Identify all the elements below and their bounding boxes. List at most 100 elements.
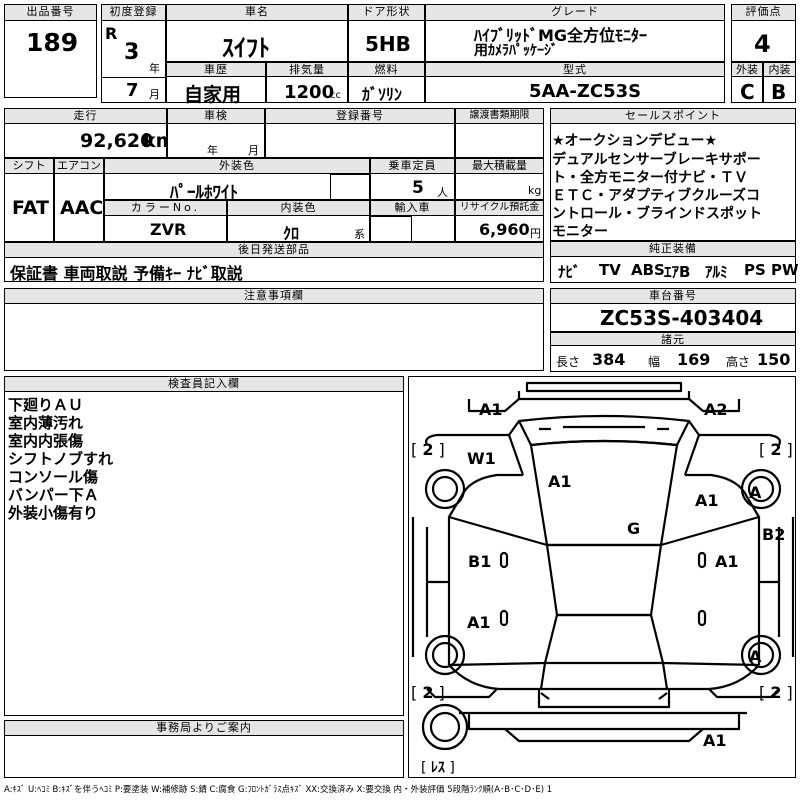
- load-unit: kg: [528, 184, 542, 197]
- equipment-item: ﾅﾋﾞ: [558, 263, 581, 281]
- equipment-item: PS: [744, 261, 766, 279]
- grade-line2: 用ｶﾒﾗﾊﾟｯｹｰｼﾞ: [474, 43, 558, 59]
- colorno-label: カラーNo.: [104, 200, 227, 216]
- int-label: 内装: [763, 62, 796, 77]
- color-label: 外装色: [104, 158, 370, 174]
- capacity-unit: 人: [437, 186, 448, 199]
- era: R: [105, 24, 118, 43]
- car-name-label: 車名: [166, 4, 348, 21]
- height-value: 150: [757, 350, 791, 369]
- damage-mark: A: [749, 483, 762, 502]
- shift: FAT: [12, 197, 49, 219]
- tire-mark: [ 2 ]: [759, 440, 793, 459]
- width-label: 幅: [648, 355, 661, 369]
- sales-line: ＥＴＣ・アダプティブクルーズコ: [552, 188, 761, 204]
- ext-grade: C: [740, 80, 755, 104]
- sales-line: ントロール・ブラインドスポット: [552, 206, 762, 222]
- transfer-label: 譲渡書類期限: [455, 108, 544, 124]
- import-label: 輸入車: [370, 200, 455, 216]
- damage-mark: A1: [548, 472, 572, 491]
- score: 4: [754, 30, 771, 58]
- sales-line: ト・全方モニター付ナビ・ＴＶ: [552, 170, 748, 186]
- damage-mark: A: [749, 647, 762, 666]
- length-label: 長さ: [556, 355, 581, 369]
- history-label: 車歴: [166, 62, 266, 77]
- lot-number: 189: [26, 28, 79, 57]
- reg-month: 7: [126, 80, 139, 101]
- month-box: [101, 77, 166, 103]
- insp-year-unit: 年: [207, 144, 218, 157]
- equipment-item: TV: [599, 261, 621, 279]
- inspector-line: 下廻りＡＵ: [8, 396, 84, 414]
- chassis-label: 車台番号: [550, 288, 796, 304]
- intcolor: ｸﾛ: [283, 224, 300, 243]
- sales-line: ★オークションデビュー★: [552, 133, 718, 149]
- damage-mark: A1: [703, 731, 727, 750]
- sales-line: モニター: [552, 224, 608, 240]
- inspector-line: バンパー下Ａ: [8, 486, 99, 504]
- month-unit: 月: [149, 88, 160, 101]
- mileage-label: 走行: [4, 108, 167, 124]
- fuel: ｶﾞｿﾘﾝ: [362, 85, 403, 104]
- damage-mark: A1: [467, 613, 491, 632]
- length-value: 384: [592, 350, 626, 369]
- notes-label: 注意事項欄: [4, 288, 544, 304]
- door-label: ドア形状: [348, 4, 425, 21]
- color-sub: [330, 174, 370, 200]
- reg-year: 3: [124, 40, 140, 65]
- equipment-item: ABS: [631, 261, 665, 279]
- displacement: 1200: [284, 82, 335, 103]
- width-value: 169: [677, 350, 711, 369]
- int-grade: B: [771, 80, 787, 104]
- grade-line1: ﾊｲﾌﾞﾘｯﾄﾞMG全方位ﾓﾆﾀｰ: [474, 26, 648, 45]
- tire-mark: [ 2 ]: [759, 683, 793, 702]
- tire-mark: [ 2 ]: [411, 440, 445, 459]
- sales-label: セールスポイント: [550, 108, 796, 124]
- lot-label: 出品番号: [4, 4, 97, 21]
- damage-mark: B2: [762, 525, 786, 544]
- ac: AAC: [60, 197, 104, 219]
- intcolor-label: 内装色: [227, 200, 370, 216]
- spare-tire-mark: [ ﾚｽ ]: [421, 760, 455, 776]
- dims-label: 諸元: [550, 332, 796, 346]
- model: 5AA-ZC53S: [529, 81, 642, 102]
- intcolor-unit: 系: [354, 228, 365, 241]
- inspector-line: 外装小傷有り: [8, 504, 99, 522]
- fuel-label: 燃料: [348, 62, 425, 77]
- chassis-number: ZC53S-403404: [600, 306, 764, 330]
- legend: A:ｷｽﾞ U:ﾍｺﾐ B:ｷｽﾞを伴うﾍｺﾐ P:要塗装 W:補修跡 S:錆 …: [4, 785, 553, 795]
- damage-mark: A1: [479, 400, 503, 419]
- load-label: 最大積載量: [455, 158, 544, 174]
- sales-line: デュアルセンサーブレーキサポー: [552, 152, 761, 168]
- import-sub: [370, 216, 412, 242]
- inspector-line: 室内薄汚れ: [8, 414, 84, 432]
- car-name: ｽｲﾌﾄ: [222, 34, 270, 62]
- regno-label: 登録番号: [265, 108, 455, 124]
- equipment-item: PW: [771, 261, 799, 279]
- history: 自家用: [184, 84, 242, 106]
- equipment-item: ｴｱB: [664, 263, 691, 281]
- mileage: 92,620: [80, 130, 154, 152]
- displacement-label: 排気量: [266, 62, 348, 77]
- inspector-line: シフトノブすれ: [8, 450, 114, 468]
- inspection-label: 車検: [167, 108, 265, 124]
- equipment-item: ｱﾙﾐ: [705, 263, 728, 281]
- damage-mark: G: [627, 519, 641, 538]
- colorno: ZVR: [150, 220, 187, 239]
- equipment-label: 純正装備: [550, 241, 796, 257]
- score-label: 評価点: [731, 4, 796, 21]
- door-type: 5HB: [365, 32, 411, 56]
- year-unit: 年: [149, 62, 160, 75]
- ac-label: エアコン: [54, 158, 104, 174]
- grade-label: グレード: [425, 4, 725, 21]
- damage-mark: A1: [695, 491, 719, 510]
- later-label: 後日発送部品: [4, 242, 544, 258]
- damage-mark: W1: [467, 449, 496, 468]
- displacement-unit: cc: [330, 90, 341, 101]
- later-parts: 保証書 車両取説 予備ｷｰ ﾅﾋﾞ取説: [10, 264, 243, 283]
- height-label: 高さ: [726, 355, 751, 369]
- inspector-line: 室内内張傷: [8, 432, 84, 450]
- inspector-line: コンソール傷: [8, 468, 99, 486]
- car-diagram: A1 A2 W1 A1 A1 G A B2 B1 A1 A1 A A1 [ 2 …: [408, 376, 796, 778]
- damage-mark: B1: [468, 552, 492, 571]
